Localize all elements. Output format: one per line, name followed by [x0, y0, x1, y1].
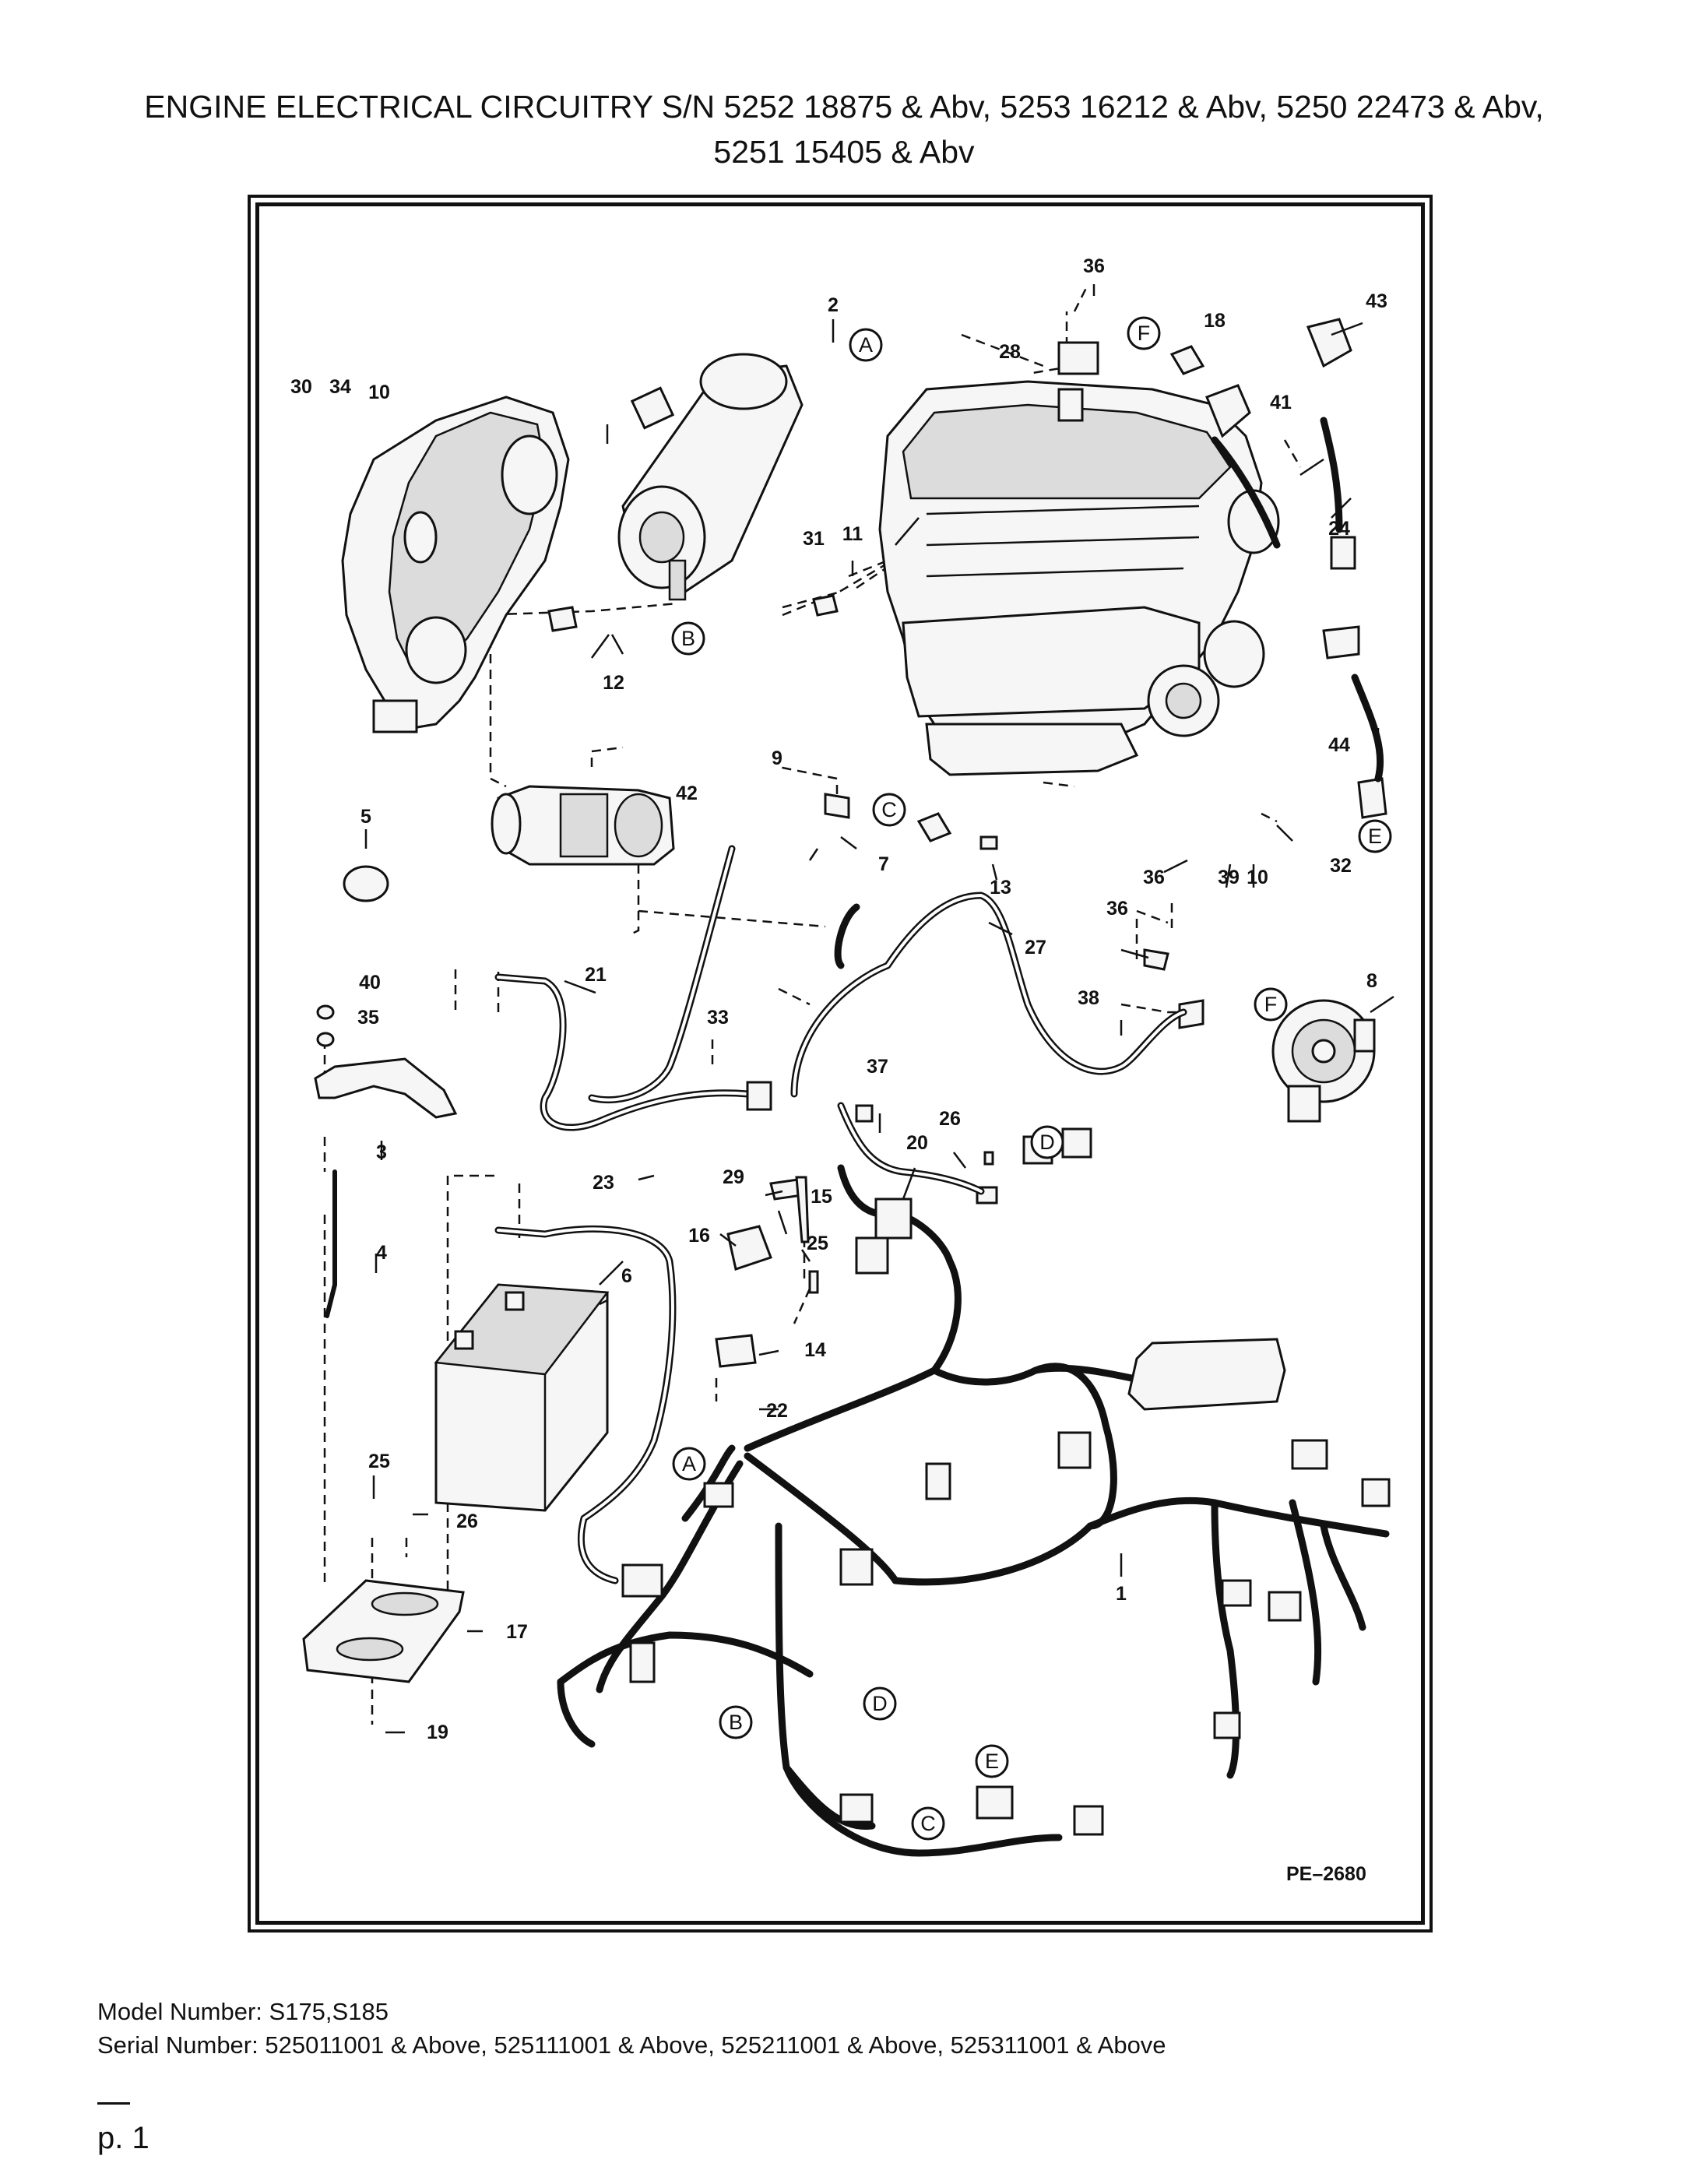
ref-d-mid: D: [1039, 1131, 1055, 1154]
label-7: 7: [878, 853, 889, 875]
exploded-parts-diagram: A F B C E F D A B D C E 1 2 3 4 5 6 7 8 …: [290, 255, 1394, 1857]
label-23: 23: [593, 1172, 614, 1194]
battery-tray: [302, 1579, 465, 1683]
label-29: 29: [723, 1166, 744, 1188]
ref-d-bottom: D: [872, 1692, 888, 1715]
label-16: 16: [688, 1225, 710, 1247]
ref-a-top: A: [859, 333, 873, 357]
page-rule: [97, 2102, 130, 2105]
model-number: Model Number: S175,S185: [97, 1998, 389, 2025]
label-30: 30: [290, 376, 312, 398]
label-3: 3: [376, 1141, 387, 1163]
alternator: [1271, 999, 1376, 1123]
title-line-2: 5251 15405 & Abv: [713, 134, 975, 170]
label-20: 20: [906, 1132, 928, 1154]
label-10-right: 10: [1247, 867, 1268, 888]
label-8: 8: [1366, 970, 1377, 992]
battery: [434, 1283, 610, 1512]
label-10-top: 10: [368, 382, 390, 403]
label-18: 18: [1204, 310, 1226, 332]
leader-lines: [364, 284, 1394, 1734]
ref-c-bottom: C: [920, 1812, 936, 1835]
label-21: 21: [585, 964, 607, 986]
label-36-top: 36: [1083, 255, 1105, 277]
label-36-mid-left: 36: [1106, 898, 1128, 920]
label-40: 40: [359, 972, 381, 994]
ref-f-mid: F: [1264, 993, 1278, 1016]
label-17: 17: [506, 1621, 528, 1643]
label-36-mid-right: 36: [1143, 867, 1165, 888]
label-14: 14: [804, 1339, 826, 1361]
label-38: 38: [1078, 987, 1099, 1009]
label-1: 1: [1116, 1583, 1127, 1605]
label-19: 19: [427, 1722, 448, 1743]
serial-number: Serial Number: 525011001 & Above, 525111…: [97, 2031, 1166, 2059]
label-42: 42: [676, 783, 698, 804]
label-25-bottom: 25: [368, 1451, 390, 1472]
label-5: 5: [360, 806, 371, 828]
starter-motor: [491, 785, 675, 866]
label-27: 27: [1025, 937, 1046, 958]
circle-ref-letters: A F B C E F D A B D C E: [681, 322, 1382, 1835]
battery-hold-down: [314, 1057, 458, 1318]
label-9: 9: [772, 747, 782, 769]
label-44: 44: [1328, 734, 1350, 756]
label-15: 15: [811, 1186, 832, 1208]
label-25-mid: 25: [807, 1233, 828, 1254]
label-22: 22: [766, 1400, 788, 1422]
label-24: 24: [1328, 518, 1350, 540]
title-line-1: ENGINE ELECTRICAL CIRCUITRY S/N 5252 188…: [144, 89, 1544, 125]
small-parts: [316, 318, 1387, 1368]
ref-b-bottom: B: [729, 1711, 743, 1734]
label-12: 12: [603, 672, 624, 694]
engine-block: [878, 380, 1280, 776]
ref-e-bottom: E: [985, 1750, 999, 1773]
part-number-labels: 1 2 3 4 5 6 7 8 9 10 10 11 12 13 14 15 1…: [290, 255, 1387, 1743]
label-11: 11: [842, 523, 863, 545]
label-41: 41: [1270, 392, 1292, 413]
ref-f-top: F: [1138, 322, 1151, 345]
ref-e-top: E: [1368, 825, 1382, 848]
label-39: 39: [1218, 867, 1240, 888]
label-4: 4: [376, 1242, 387, 1264]
ref-b-top: B: [681, 627, 695, 650]
label-37: 37: [867, 1056, 888, 1078]
flywheel-housing: [341, 396, 570, 733]
air-cleaner-canister: [617, 353, 804, 601]
diagram-frame-inner: [255, 202, 1425, 1925]
label-35: 35: [357, 1007, 379, 1029]
ref-a-bottom: A: [682, 1452, 696, 1475]
label-43: 43: [1366, 290, 1387, 312]
harness-connectors: [621, 1081, 1391, 1836]
label-31: 31: [803, 528, 825, 550]
diagram-code: PE–2680: [1286, 1863, 1366, 1885]
diagram-frame-outer: [248, 195, 1433, 1933]
page-title: ENGINE ELECTRICAL CIRCUITRY S/N 5252 188…: [0, 84, 1688, 174]
page-number: p. 1: [97, 2121, 149, 2155]
label-34: 34: [329, 376, 351, 398]
label-13: 13: [990, 877, 1011, 899]
label-2: 2: [828, 294, 839, 316]
circle-ref-markers: [671, 316, 1392, 1841]
ref-c-top: C: [881, 798, 897, 821]
label-28: 28: [999, 341, 1021, 363]
label-33: 33: [707, 1007, 729, 1029]
label-6: 6: [621, 1265, 632, 1287]
label-26-bottom: 26: [456, 1511, 478, 1532]
label-32: 32: [1330, 855, 1352, 877]
label-26-mid: 26: [939, 1108, 961, 1130]
